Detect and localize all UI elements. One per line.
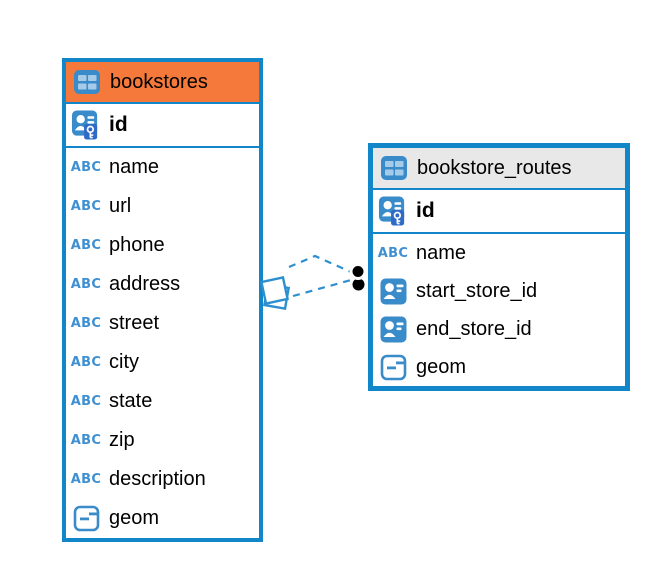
field-type-icon-slot: ABC bbox=[378, 246, 408, 261]
table-icon bbox=[74, 70, 100, 94]
field-name: geom bbox=[416, 355, 467, 378]
relation-source-marker-squares bbox=[260, 276, 291, 311]
field-row[interactable]: geom bbox=[66, 499, 259, 538]
field-row[interactable]: ABC street bbox=[66, 304, 259, 343]
field-name: url bbox=[109, 195, 132, 217]
field-row[interactable]: ABC name bbox=[66, 148, 259, 187]
table-icon bbox=[381, 156, 407, 180]
field-row[interactable]: start_store_id bbox=[373, 272, 625, 310]
field-type-icon-slot: ABC bbox=[71, 238, 101, 253]
field-row[interactable]: ABC city bbox=[66, 343, 259, 382]
primary-key-name: id bbox=[416, 199, 435, 222]
primary-key-icon bbox=[378, 195, 408, 227]
field-name: phone bbox=[109, 234, 165, 256]
text-type-icon: ABC bbox=[70, 199, 102, 214]
field-type-icon-slot: ABC bbox=[71, 433, 101, 448]
field-name: zip bbox=[109, 429, 135, 451]
field-type-icon-slot bbox=[71, 505, 101, 532]
field-type-icon-slot bbox=[378, 316, 408, 343]
field-name: geom bbox=[109, 507, 160, 529]
field-type-icon-slot bbox=[378, 354, 408, 381]
field-name: description bbox=[109, 468, 206, 490]
field-row[interactable]: ABC url bbox=[66, 187, 259, 226]
primary-key-row[interactable]: id bbox=[66, 104, 259, 148]
table-bookstore-routes[interactable]: bookstore_routes id ABC name start_store_i… bbox=[368, 143, 630, 391]
field-row[interactable]: ABC state bbox=[66, 382, 259, 421]
field-type-icon-slot: ABC bbox=[71, 199, 101, 214]
text-type-icon: ABC bbox=[70, 394, 102, 409]
primary-key-icon bbox=[71, 110, 98, 140]
table-title: bookstores bbox=[110, 70, 208, 93]
field-type-icon-slot: ABC bbox=[71, 160, 101, 175]
text-type-icon: ABC bbox=[70, 472, 102, 487]
table-title: bookstore_routes bbox=[417, 156, 572, 179]
field-name: end_store_id bbox=[416, 317, 532, 340]
text-type-icon: ABC bbox=[70, 355, 102, 370]
field-row[interactable]: ABC zip bbox=[66, 421, 259, 460]
foreign-key-icon bbox=[380, 316, 406, 342]
primary-key-row[interactable]: id bbox=[373, 190, 625, 234]
table-icon bbox=[72, 69, 102, 95]
relationship-line-1[interactable] bbox=[288, 254, 352, 274]
relationship-line-2[interactable] bbox=[292, 278, 352, 298]
table-icon bbox=[379, 155, 409, 181]
field-row[interactable]: ABC address bbox=[66, 265, 259, 304]
field-row[interactable]: geom bbox=[373, 348, 625, 386]
field-type-icon-slot: ABC bbox=[71, 277, 101, 292]
text-type-icon: ABC bbox=[70, 160, 102, 175]
text-type-icon: ABC bbox=[70, 433, 102, 448]
field-name: start_store_id bbox=[416, 279, 538, 302]
field-type-icon-slot: ABC bbox=[71, 472, 101, 487]
field-type-icon-slot bbox=[378, 278, 408, 305]
field-name: state bbox=[109, 390, 153, 412]
text-type-icon: ABC bbox=[70, 238, 102, 253]
primary-key-icon bbox=[71, 109, 101, 141]
primary-key-icon bbox=[378, 196, 405, 226]
primary-key-name: id bbox=[109, 113, 128, 136]
foreign-key-icon bbox=[380, 278, 406, 304]
text-type-icon: ABC bbox=[70, 277, 102, 292]
relation-target-marker-circles bbox=[349, 263, 367, 291]
field-name: name bbox=[109, 156, 160, 178]
table-header-bookstore-routes[interactable]: bookstore_routes bbox=[373, 148, 625, 190]
table-header-bookstores[interactable]: bookstores bbox=[66, 62, 259, 104]
field-name: name bbox=[416, 241, 467, 264]
field-type-icon-slot: ABC bbox=[71, 394, 101, 409]
field-row[interactable]: ABC description bbox=[66, 460, 259, 499]
relationship-bookstores-to-bookstore-routes[interactable] bbox=[260, 254, 367, 311]
field-type-icon-slot: ABC bbox=[71, 355, 101, 370]
field-row[interactable]: end_store_id bbox=[373, 310, 625, 348]
field-name: address bbox=[109, 273, 181, 295]
field-type-icon-slot: ABC bbox=[71, 316, 101, 331]
text-type-icon: ABC bbox=[70, 316, 102, 331]
field-row[interactable]: ABC phone bbox=[66, 226, 259, 265]
field-name: street bbox=[109, 312, 160, 334]
field-row[interactable]: ABC name bbox=[373, 234, 625, 272]
geometry-type-icon bbox=[380, 354, 406, 380]
field-name: city bbox=[109, 351, 139, 373]
text-type-icon: ABC bbox=[377, 245, 409, 261]
geometry-type-icon bbox=[73, 505, 99, 532]
